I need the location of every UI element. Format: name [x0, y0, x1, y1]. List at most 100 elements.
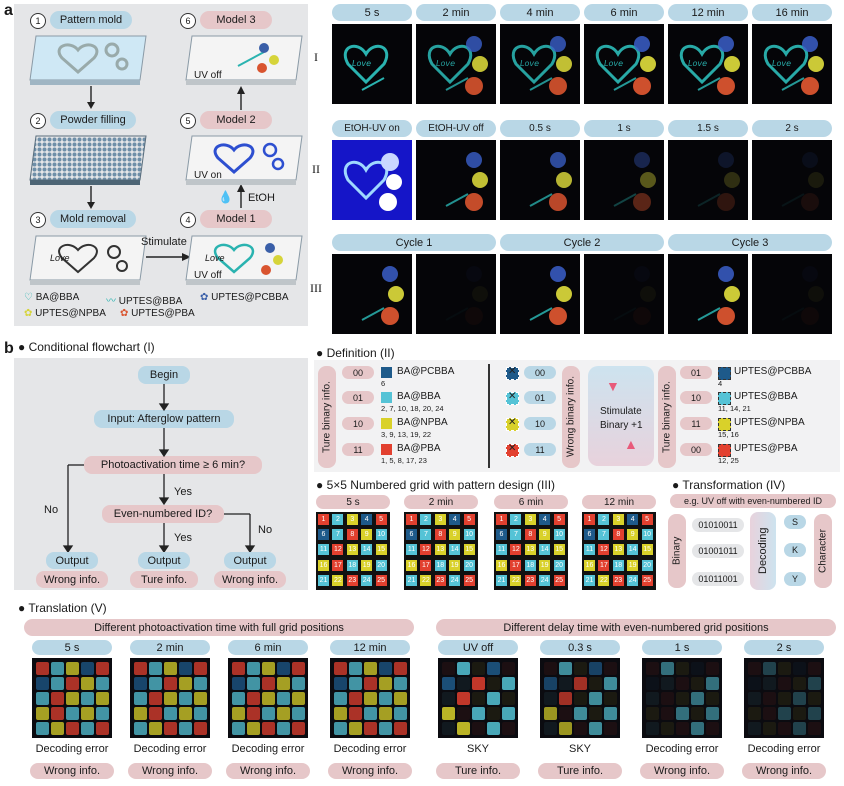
definition-divider [488, 364, 490, 468]
trans-tile [574, 707, 587, 720]
grid-cell: 19 [539, 559, 551, 571]
def-right-code-2: 11 [680, 417, 712, 430]
trans-tile [394, 722, 407, 735]
grid-cell: 2 [510, 514, 522, 525]
trans-tile [808, 677, 821, 690]
trans-tile [808, 722, 821, 735]
trans-tile [763, 662, 776, 675]
afterglow-pattern-uvon-0 [332, 140, 412, 220]
row-I-time-0: 5 s [332, 4, 412, 21]
row-I-frame-4: Love [668, 24, 748, 104]
svg-text:Love: Love [520, 59, 539, 68]
trans-tile [96, 677, 109, 690]
trans-tile [559, 722, 572, 735]
row-III-cycle-1: Cycle 2 [500, 234, 664, 251]
trans-result-5: SKY [568, 743, 591, 755]
grid-cell: 10 [641, 529, 653, 541]
def-wrong-code-1: 01 [524, 391, 556, 404]
flow-input: Input: Afterglow pattern [94, 410, 234, 428]
row-II-label: II [312, 162, 320, 176]
trans-image-2 [228, 658, 308, 738]
trans-tile [292, 722, 305, 735]
def-right-ids-0: 4 [718, 379, 723, 388]
grid-cell: 24 [627, 574, 639, 586]
trans-image-3 [330, 658, 410, 738]
grid-cell: 1 [496, 514, 507, 525]
grid-cell: 8 [612, 529, 624, 541]
trans-tile [379, 722, 392, 735]
definition-title: ● Definition (II) [316, 346, 395, 360]
powder-filling-image [29, 135, 147, 185]
stimulate-label: Stimulate [141, 236, 187, 248]
row-III-frame-on-1 [500, 254, 580, 334]
grid-cell: 4 [361, 514, 373, 525]
def-left-ids-3: 1, 5, 8, 17, 23 [381, 456, 427, 465]
grid-cell: 12 [332, 544, 344, 556]
def-wrong-swatch-3: ✕ [506, 443, 519, 457]
afterglow-pattern-normal-2: Love [511, 36, 572, 95]
trans-tile [544, 662, 557, 675]
trans-tile [661, 677, 674, 690]
def-right-name-0: UPTES@PCBBA [734, 366, 812, 377]
trans-tile [589, 722, 602, 735]
trans-tile [604, 722, 617, 735]
grid-cell: 5 [463, 514, 475, 525]
trans-time-4: UV off [438, 640, 518, 655]
trans-tile [748, 662, 761, 675]
grid-cell: 16 [584, 559, 595, 571]
def-wrong-swatch-2: ✕ [506, 417, 519, 431]
grid-cell: 13 [612, 544, 624, 556]
legend-label-4: UPTES@NPBA [35, 308, 106, 319]
trans-tile [559, 707, 572, 720]
grid-cell: 3 [524, 514, 536, 525]
trans-tile [364, 722, 377, 735]
row-III-frame-on-0 [332, 254, 412, 334]
trans-tile [706, 677, 719, 690]
trans-tile [661, 722, 674, 735]
flowchart-arrows [62, 384, 256, 554]
trans-tile [778, 707, 791, 720]
grid-cell: 6 [496, 529, 507, 541]
trans-tile [676, 692, 689, 705]
trans-tile [96, 662, 109, 675]
trans-tile [457, 677, 470, 690]
def-left-name-0: BA@PCBBA [397, 366, 455, 377]
def-right-code-0: 01 [680, 366, 712, 379]
trans-tile [247, 662, 260, 675]
grid-cell: 21 [406, 574, 417, 586]
trans-tile [748, 707, 761, 720]
rose-red-icon: ✿ [120, 308, 132, 319]
row-III-label: III [310, 281, 322, 295]
row-II-time-2: 0.5 s [500, 120, 580, 137]
trans-tile [164, 722, 177, 735]
row-II-time-0: EtOH-UV on [332, 120, 412, 137]
trans-tile [66, 707, 79, 720]
trans-tile [277, 707, 290, 720]
def-right-name-3: UPTES@PBA [734, 443, 798, 454]
trans-tile [442, 722, 455, 735]
grid-cell: 14 [361, 544, 373, 556]
trans-tile [604, 677, 617, 690]
trans-tile [793, 707, 806, 720]
def-left-code-1: 01 [342, 391, 374, 404]
ture-binary-right: Ture binary info. [658, 366, 676, 468]
trans-tile [81, 722, 94, 735]
trans-tile [179, 692, 192, 705]
grid-cell: 21 [318, 574, 329, 586]
def-right-swatch-2 [718, 418, 731, 431]
trans-tile [778, 722, 791, 735]
trans-tile [232, 677, 245, 690]
arrow-down-1 [87, 86, 95, 109]
grid-cell: 8 [346, 529, 358, 541]
trans-info-1: Wrong info. [128, 763, 212, 779]
trans-tile [134, 662, 147, 675]
row-II-frame-5 [752, 140, 832, 220]
trans-result-4: SKY [466, 743, 489, 755]
output-1: Output [46, 552, 98, 569]
trans-tile [349, 707, 362, 720]
trans-tile [81, 677, 94, 690]
grid-cell: 11 [584, 544, 595, 556]
grid-cell: 15 [641, 544, 653, 556]
grid-cell: 14 [449, 544, 461, 556]
